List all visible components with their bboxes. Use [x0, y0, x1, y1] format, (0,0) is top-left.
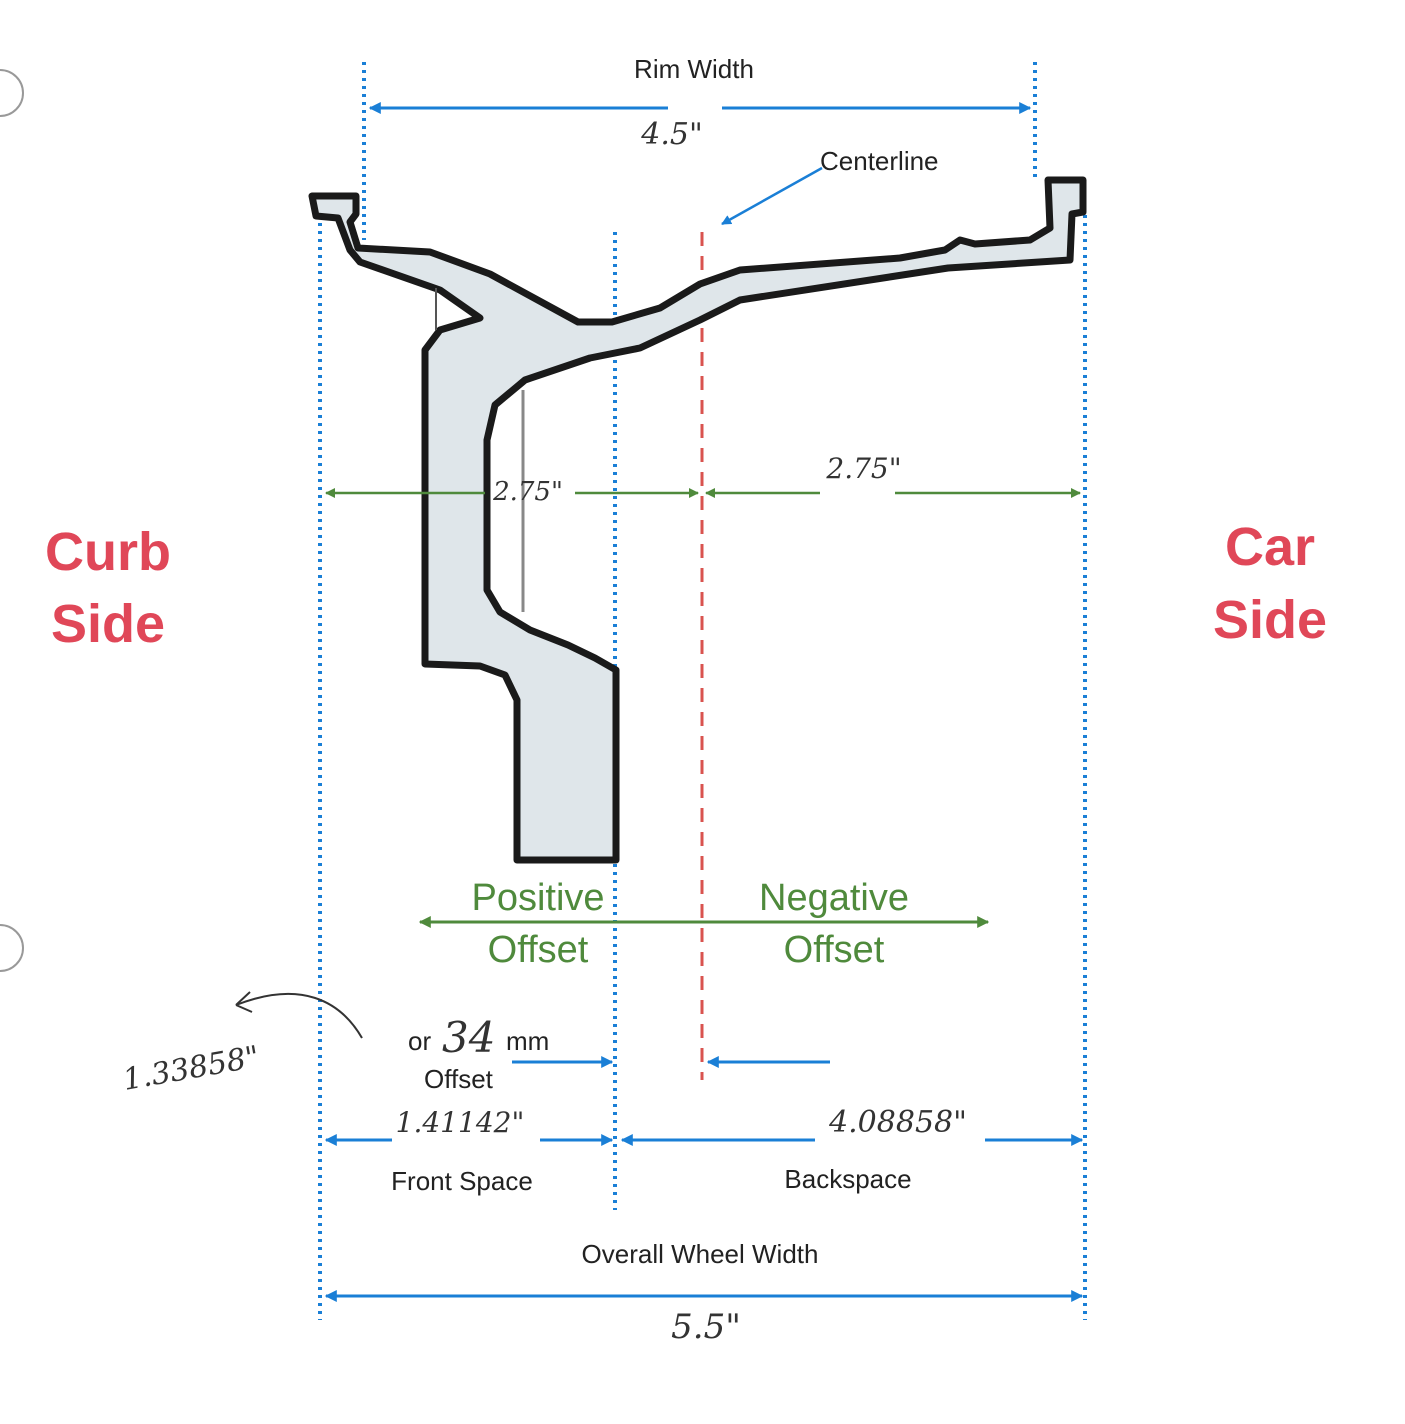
- front-space-label: Front Space: [391, 1166, 533, 1196]
- centerline-pointer: [721, 166, 823, 226]
- curb-side-line2: Side: [51, 594, 165, 654]
- rim-width-value: 4.5": [640, 117, 703, 152]
- offset-inches-pointer: [235, 992, 363, 1039]
- offset-inches-value: 1.33858": [120, 1039, 262, 1097]
- overall-width-label: Overall Wheel Width: [582, 1239, 819, 1269]
- overall-width-value-bg: [650, 1300, 760, 1340]
- positive-offset-line2: Offset: [488, 929, 589, 971]
- negative-offset-line2: Offset: [784, 929, 885, 971]
- rim-width-label: Rim Width: [634, 54, 754, 84]
- centerline-label: Centerline: [820, 146, 939, 176]
- car-side-line1: Car: [1225, 517, 1315, 577]
- left-half-value: 2.75": [492, 477, 563, 507]
- positive-offset-line1: Positive: [471, 877, 604, 919]
- backspace-label: Backspace: [784, 1164, 911, 1194]
- wheel-cross-section: [308, 176, 1087, 864]
- front-space-value: 1.41142": [396, 1106, 525, 1139]
- offset-mm-value: 34: [442, 1013, 495, 1062]
- car-side-line2: Side: [1213, 590, 1327, 650]
- backspace-value: 4.08858": [828, 1105, 967, 1140]
- right-half-value: 2.75": [825, 452, 901, 485]
- binder-hole-bottom: [0, 924, 24, 972]
- binder-hole-top: [0, 69, 24, 117]
- negative-offset-line1: Negative: [759, 877, 909, 919]
- offset-mm-unit: mm: [506, 1026, 549, 1056]
- curb-side-line1: Curb: [45, 522, 171, 582]
- offset-or: or: [408, 1026, 431, 1056]
- offset-word: Offset: [424, 1064, 494, 1094]
- offset-inches-pointer-head: [235, 991, 253, 1013]
- overall-width-value: 5.5": [671, 1307, 741, 1347]
